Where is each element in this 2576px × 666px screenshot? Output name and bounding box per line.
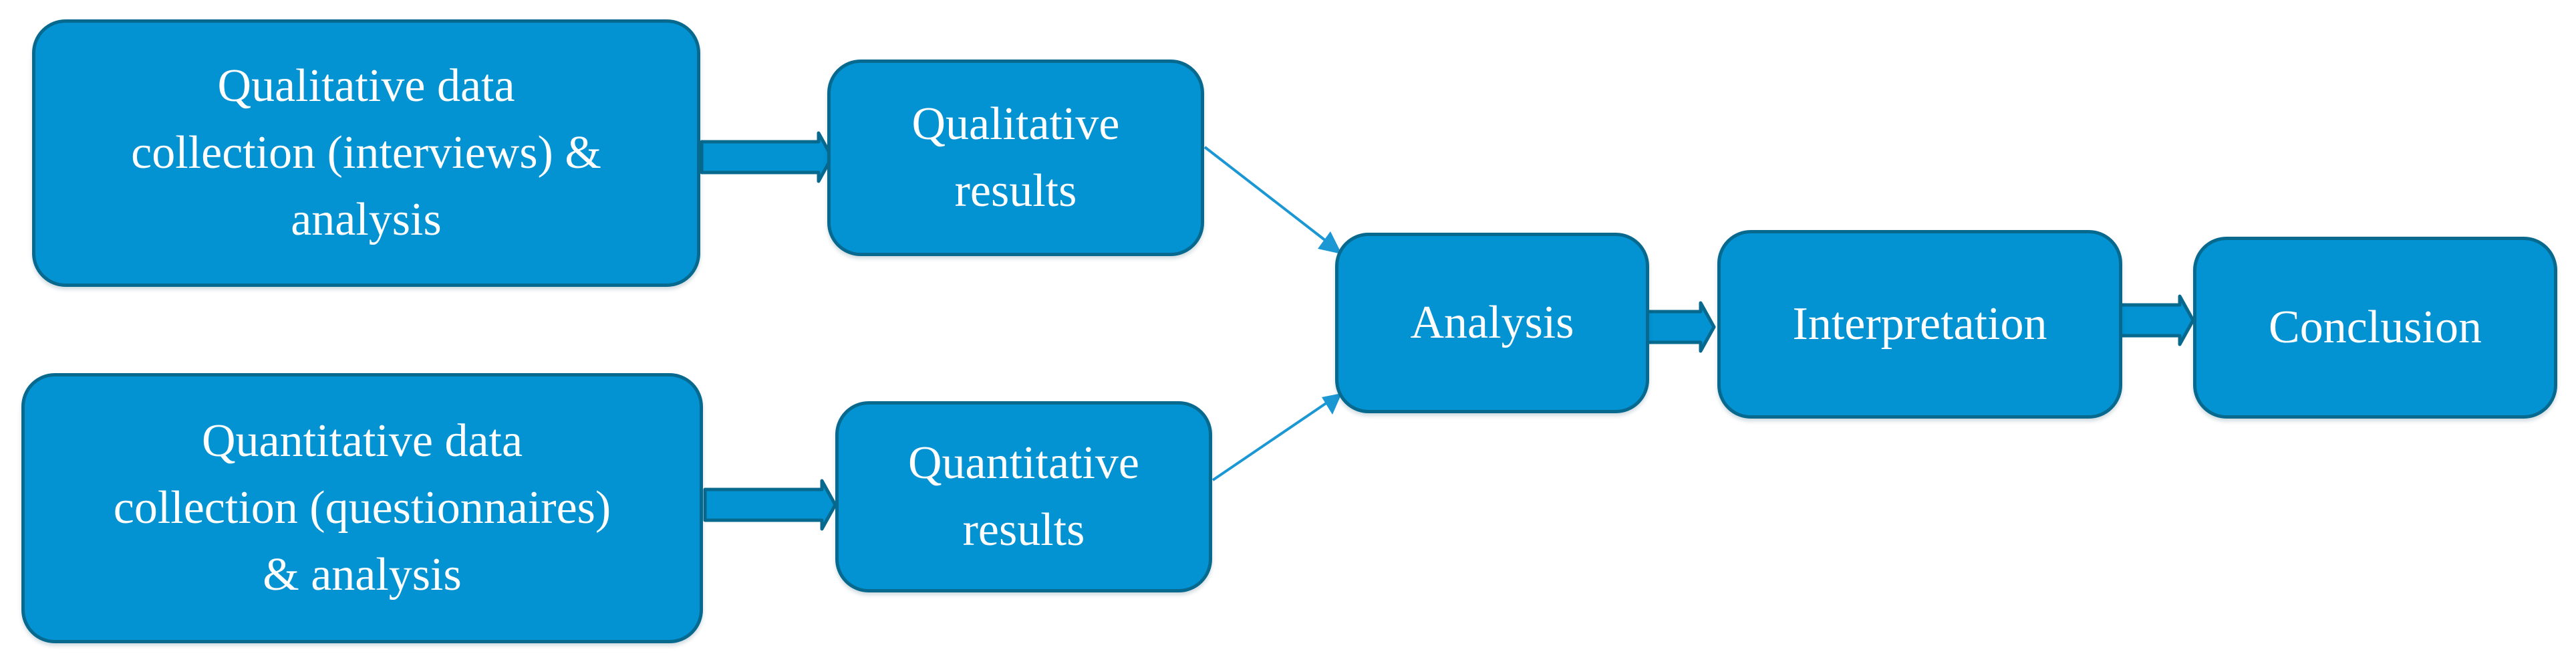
arrow-analysis-to-interpretation: [1645, 301, 1716, 353]
conclusion-box: Conclusion: [2193, 237, 2557, 419]
quantitative-results-box: Quantitative results: [835, 401, 1212, 592]
interpretation-box: Interpretation: [1717, 230, 2122, 419]
interpretation-label: Interpretation: [1792, 298, 2047, 350]
qualitative-results-label: Qualitative results: [911, 98, 1120, 217]
qualitative-results-box: Qualitative results: [827, 60, 1204, 256]
arrow-quant-results-to-analysis: [1211, 393, 1342, 481]
quantitative-results-label: Quantitative results: [907, 437, 1139, 556]
analysis-label: Analysis: [1410, 297, 1574, 348]
conclusion-label: Conclusion: [2269, 302, 2482, 353]
qualitative-data-collection-box: Qualitative data collection (interviews)…: [32, 19, 700, 287]
qualitative-data-collection-label: Qualitative data collection (interviews)…: [131, 60, 601, 245]
arrow-qual-collection-to-qual-results: [700, 131, 834, 183]
arrow-interpretation-to-conclusion: [2118, 294, 2195, 346]
analysis-box: Analysis: [1335, 233, 1649, 413]
arrow-quant-collection-to-quant-results: [703, 479, 837, 531]
quantitative-data-collection-label: Quantitative data collection (questionna…: [113, 415, 611, 600]
arrow-qual-results-to-analysis: [1203, 146, 1342, 254]
quantitative-data-collection-box: Quantitative data collection (questionna…: [21, 373, 703, 643]
